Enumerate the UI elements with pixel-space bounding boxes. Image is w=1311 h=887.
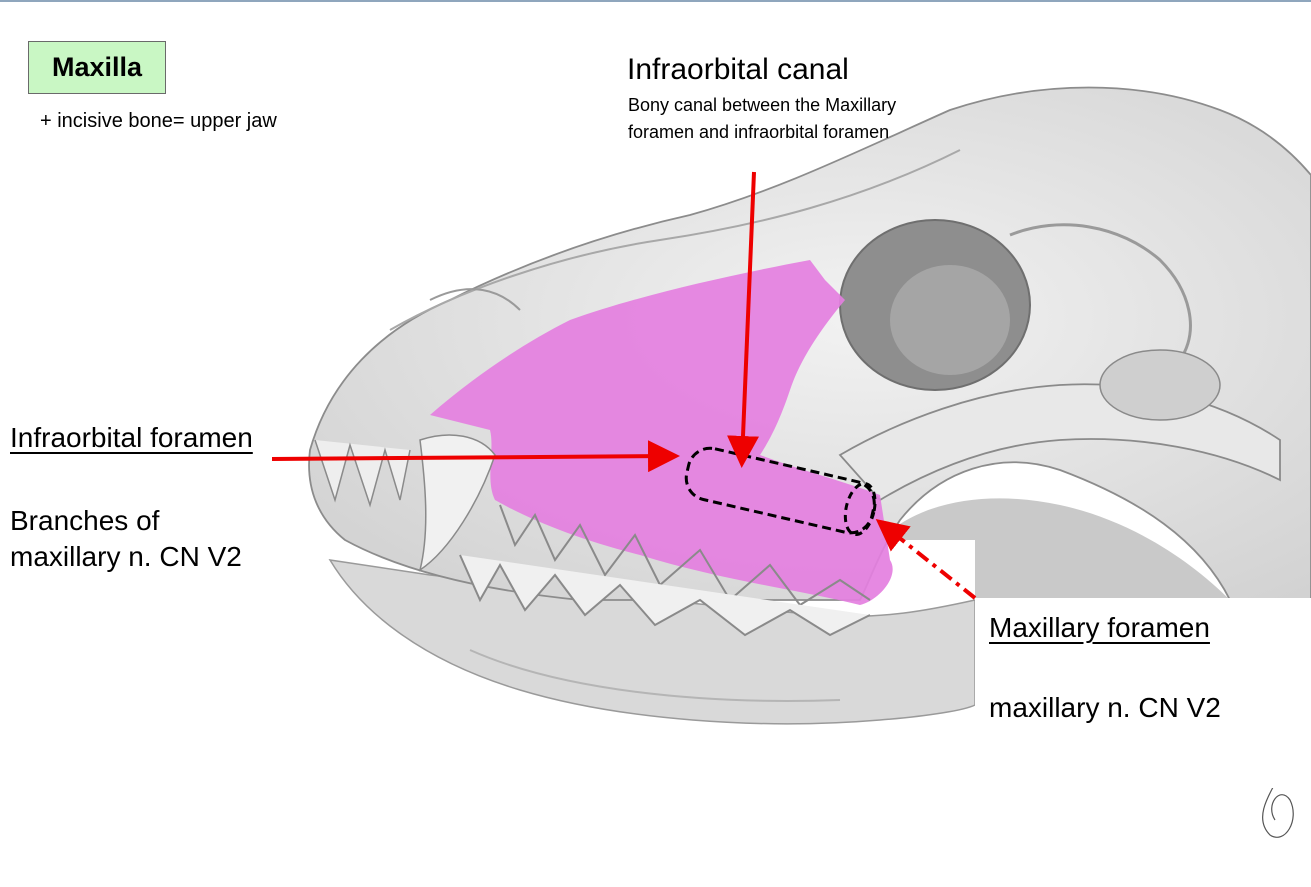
infraorbital-foramen-detail: Branches of maxillary n. CN V2 bbox=[10, 505, 242, 572]
subtitle: + incisive bone= upper jaw bbox=[40, 110, 277, 132]
upper-teeth bbox=[499, 504, 871, 607]
slide-top-border bbox=[0, 0, 1311, 2]
artist-signature bbox=[1261, 774, 1294, 838]
maxillary-foramen-detail: maxillary n. CN V2 bbox=[989, 692, 1221, 723]
infraorbital-canal-arrow bbox=[727, 171, 759, 468]
title-box: Maxilla bbox=[28, 41, 166, 94]
infraorbital-canal-title: Infraorbital canal bbox=[627, 53, 849, 86]
maxillary-foramen-arrow bbox=[875, 519, 977, 600]
page-title: Maxilla bbox=[51, 52, 143, 82]
maxillary-foramen-panel bbox=[975, 598, 1311, 788]
maxilla-highlight bbox=[430, 260, 893, 605]
canine-tooth bbox=[418, 434, 496, 572]
maxillary-foramen-label: Maxillary foramen bbox=[989, 612, 1210, 643]
infraorbital-canal-description: Bony canal between the Maxillary foramen… bbox=[628, 95, 897, 142]
infraorbital-foramen-label: Infraorbital foramen bbox=[10, 422, 253, 453]
lower-teeth bbox=[459, 554, 871, 637]
infraorbital-canal-outline bbox=[684, 446, 877, 537]
infraorbital-foramen-arrow bbox=[271, 440, 680, 473]
